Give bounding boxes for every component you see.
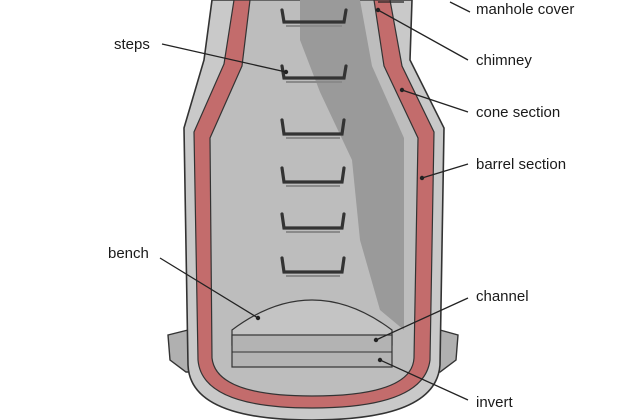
label-manhole-cover: manhole cover [476, 1, 575, 18]
leader-invert [379, 359, 469, 401]
leader-lines [159, 1, 471, 401]
step-rung [280, 256, 346, 274]
label-steps: steps [114, 36, 150, 53]
steps-rung-shadows [286, 25, 342, 277]
steps-rungs [280, 8, 348, 274]
leader-cone-section [401, 89, 469, 113]
leader-channel [375, 297, 469, 341]
label-cone-section: cone section [476, 104, 561, 121]
leader-manhole-cover-2 [449, 1, 471, 13]
leader-steps [161, 43, 287, 73]
leader-chimney [377, 9, 469, 61]
label-barrel-section: barrel section [476, 156, 567, 173]
leader-bench [159, 257, 259, 319]
step-rung [280, 8, 348, 24]
step-rung [280, 118, 346, 136]
label-chimney: chimney [476, 52, 532, 69]
channel-shape [231, 334, 393, 368]
label-channel: channel [476, 288, 529, 305]
label-bench: bench [108, 245, 149, 262]
step-rung [280, 212, 346, 230]
label-invert: invert [476, 394, 513, 411]
leader-dots [255, 7, 425, 363]
leader-barrel-section [421, 163, 469, 179]
step-rung [280, 166, 346, 184]
bench-shape [231, 299, 393, 346]
step-rung [280, 64, 348, 80]
